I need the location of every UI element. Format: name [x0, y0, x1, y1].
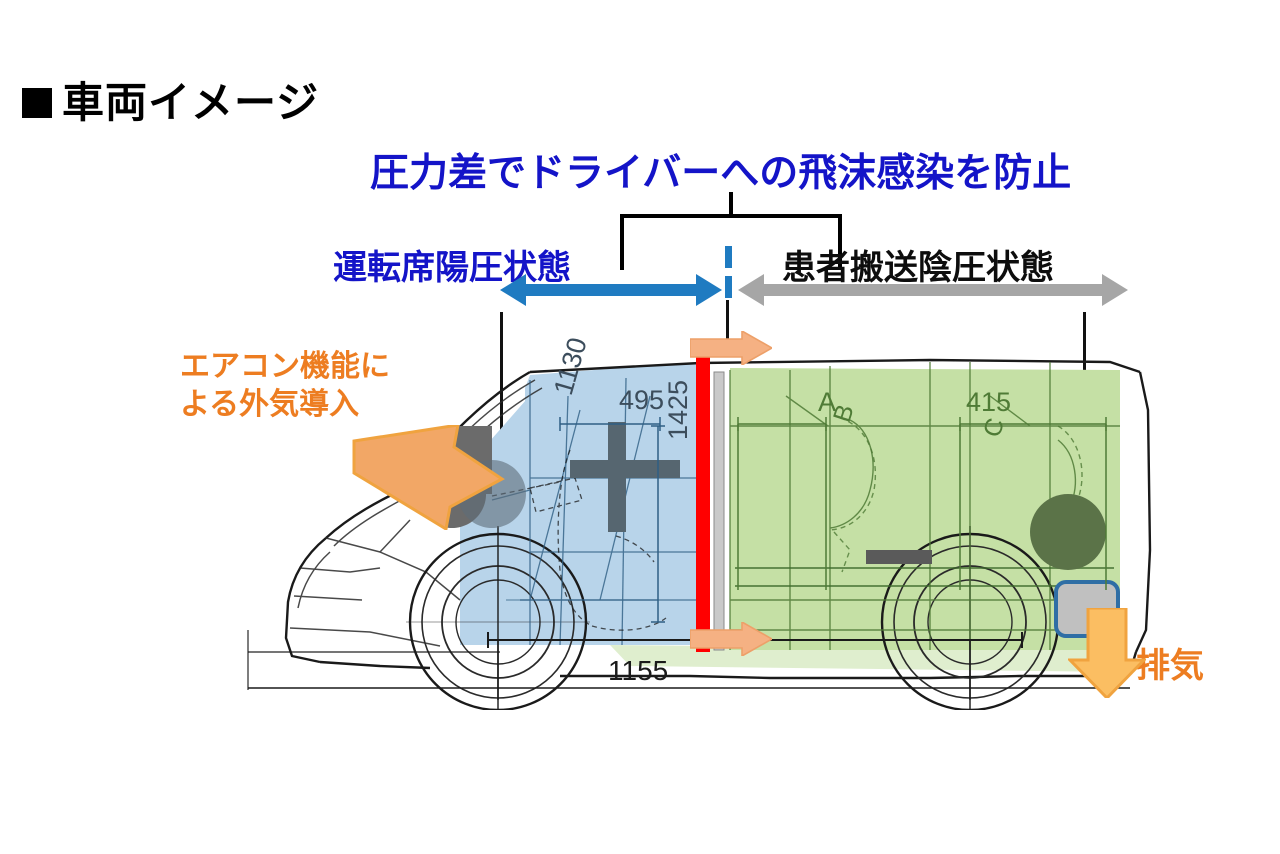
bracket-top-bar: [620, 214, 842, 218]
interior-grab-bar: [866, 550, 932, 564]
aircon-annotation-line2: よる外気導入: [180, 387, 360, 421]
intake-airflow-arrow-icon: [352, 425, 505, 530]
dimension-495: 495: [619, 385, 665, 415]
aircon-annotation: エアコン機能に よる外気導入: [180, 348, 390, 423]
leader-line-middle: [726, 300, 729, 346]
patient-equipment-hidden-lines: [827, 417, 1083, 573]
driver-span-arrow-icon: [500, 274, 722, 306]
patient-dimension-lines: [737, 417, 1107, 590]
patient-span-arrow-icon: [738, 274, 1128, 306]
page-title-label: 車両イメージ: [62, 79, 320, 126]
vehicle-side-view-diagram: [247, 344, 1152, 710]
dimension-415: 415: [966, 387, 1012, 417]
exhaust-arrow-icon: [1068, 608, 1146, 698]
exhaust-annotation: 排気: [1136, 647, 1204, 685]
partition-frame-outline: [713, 371, 725, 651]
leader-line-left: [500, 312, 503, 457]
divider-dash-lower: [725, 276, 732, 298]
bracket-left-leg: [620, 214, 624, 270]
page-title: 車両イメージ: [22, 82, 319, 124]
seat-label-a: A: [818, 387, 837, 417]
driver-region-label: 運転席陽圧状態: [333, 249, 571, 287]
dimension-1155: 1155: [608, 655, 669, 686]
dimension-1425: 1425: [663, 379, 693, 440]
aircon-annotation-line1: エアコン機能に: [180, 350, 390, 383]
stretcher-rail: [735, 567, 1114, 587]
partition-frame-panel: [714, 372, 724, 650]
bracket-stem: [729, 192, 733, 217]
driver-dimension-lines: [506, 417, 665, 623]
bracket-right-leg: [838, 214, 842, 270]
bottom-airflow-arrow-icon: [690, 622, 772, 656]
top-airflow-arrow-icon: [690, 331, 772, 365]
red-partition-panel: [696, 344, 710, 652]
rear-port-icon: [1030, 494, 1106, 570]
patient-region-label: 患者搬送陰圧状態: [782, 249, 1054, 287]
headline-label: 圧力差でドライバーへの飛沫感染を防止: [370, 152, 1072, 195]
crosshair-icon: [570, 422, 680, 532]
dimension-baselines: [247, 630, 1130, 700]
patient-zone-fill: [610, 368, 1120, 672]
divider-dash-upper: [725, 246, 732, 268]
bullet-square-icon: [22, 88, 52, 118]
